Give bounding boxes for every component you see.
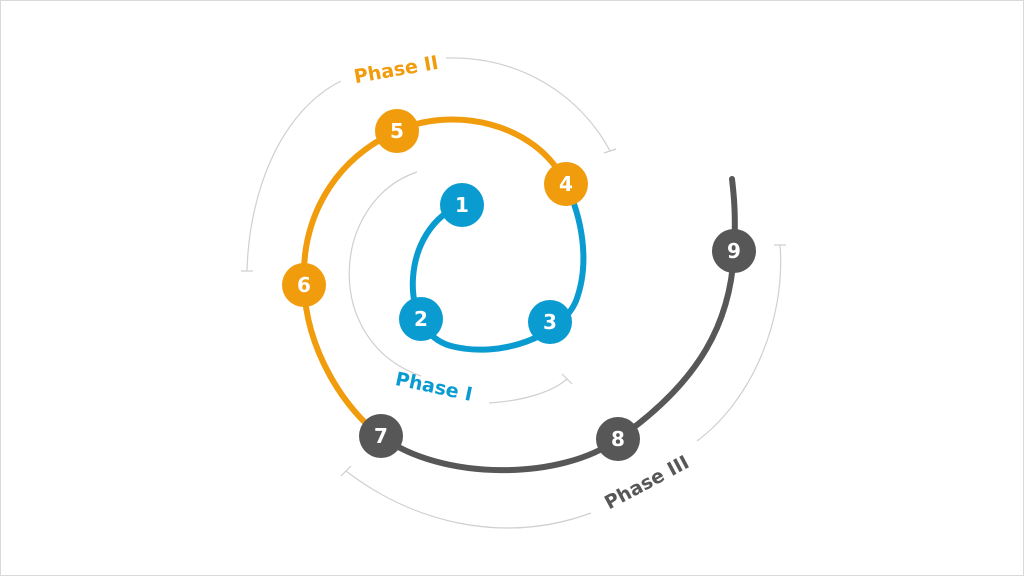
spiral-segment-phase2 [300,116,569,439]
phase-label-1: Phase I [393,368,474,406]
phase-label-3: Phase III [601,451,693,514]
node-2-label: 2 [414,307,428,331]
node-5: 5 [375,109,419,153]
node-8: 8 [596,417,640,461]
spiral-segment-phase1 [409,181,587,353]
node-1-label: 1 [455,193,469,217]
guide-arc-phase2-tick [603,148,617,154]
node-8-label: 8 [611,427,625,451]
guide-arc-phase1-tick [561,373,573,385]
node-2: 2 [399,297,443,341]
guide-arc-phase3 [345,244,782,529]
guide-arc-phase3-tick-end [340,465,352,477]
node-4: 4 [544,162,588,206]
node-5-label: 5 [390,119,404,143]
node-6: 6 [282,263,326,307]
node-9-label: 9 [727,239,741,263]
guide-arc-phase2 [246,57,611,272]
node-1: 1 [440,183,484,227]
node-3-label: 3 [543,310,557,334]
node-7: 7 [359,414,403,458]
node-4-label: 4 [559,172,573,196]
node-6-label: 6 [297,273,311,297]
node-3: 3 [528,300,572,344]
node-7-label: 7 [374,424,388,448]
phase-label-2: Phase II [352,52,440,88]
guide-arc-phase1 [348,171,568,404]
guide-arcs [241,57,786,529]
node-9: 9 [712,229,756,273]
